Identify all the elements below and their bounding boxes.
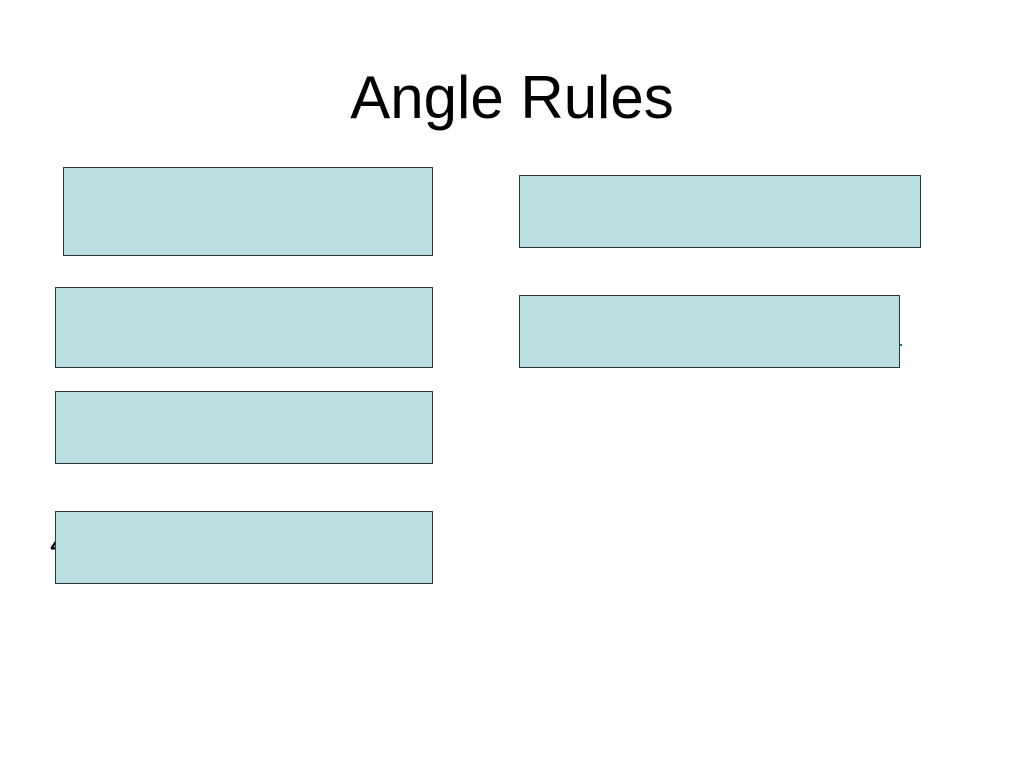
- cover-box-left-3[interactable]: [55, 391, 433, 464]
- slide-title: Angle Rules: [350, 64, 674, 131]
- cover-box-left-4[interactable]: [55, 511, 433, 584]
- cover-box-right-2[interactable]: [519, 295, 900, 368]
- cover-box-right-1[interactable]: [519, 175, 921, 248]
- cover-box-left-2[interactable]: [55, 287, 433, 368]
- cover-box-left-1[interactable]: [63, 167, 433, 256]
